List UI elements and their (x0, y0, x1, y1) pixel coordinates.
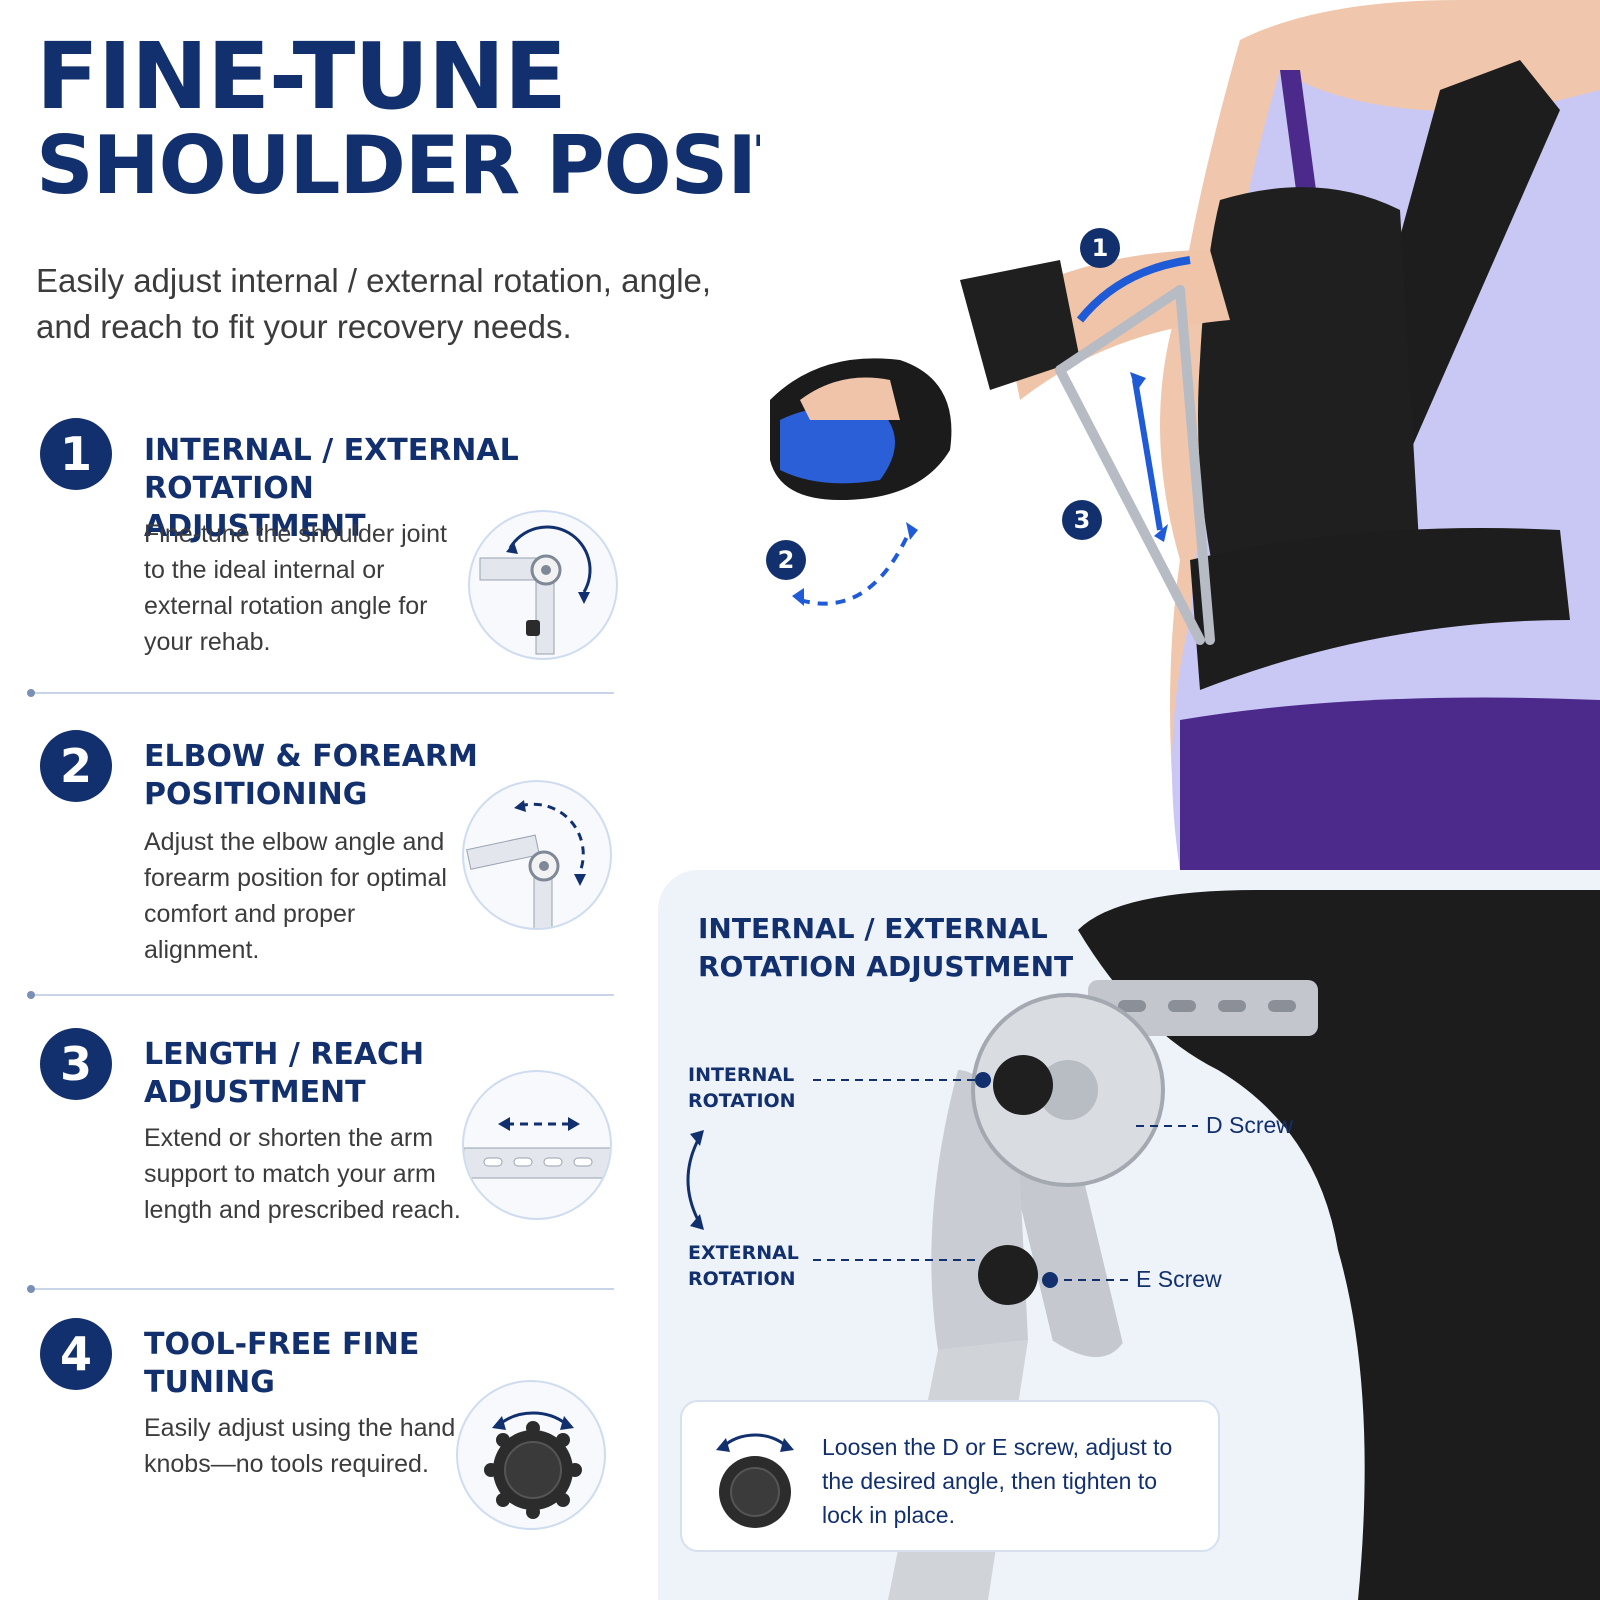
section-divider (27, 1285, 614, 1293)
section-divider (27, 689, 614, 697)
feature-number-badge: 3 (40, 1028, 112, 1100)
external-rotation-label: EXTERNAL ROTATION (688, 1242, 799, 1290)
title-line-1: FINE-TUNE (36, 23, 567, 130)
rotation-joint-icon (468, 510, 618, 660)
instruction-box: Loosen the D or E screw, adjust to the d… (680, 1400, 1220, 1552)
subheading: Easily adjust internal / external rotati… (36, 262, 712, 345)
section-divider (27, 991, 614, 999)
elbow-angle-icon (462, 780, 612, 930)
knob-icon (700, 1420, 810, 1536)
detail-title: INTERNAL / EXTERNAL ROTATION ADJUSTMENT (698, 912, 1074, 983)
internal-rotation-label: INTERNAL ROTATION (688, 1064, 796, 1112)
e-screw-label: E Screw (1136, 1266, 1222, 1292)
feature-rotation: 1 INTERNAL / EXTERNAL ROTATION ADJUSTMEN… (0, 410, 640, 690)
feature-number-badge: 1 (40, 418, 112, 490)
feature-length: 3 LENGTH / REACH ADJUSTMENT Extend or sh… (0, 1020, 640, 1290)
feature-toolfree: 4 TOOL-FREE FINE TUNING Easily adjust us… (0, 1310, 640, 1550)
feature-title: LENGTH / REACH ADJUSTMENT (144, 1037, 425, 1110)
feature-description: Fine-tune the shoulder joint to the idea… (144, 520, 447, 656)
feature-description: Adjust the elbow angle and forearm posit… (144, 828, 447, 964)
feature-title: TOOL-FREE FINE TUNING (144, 1327, 420, 1400)
photo-marker-3: 3 (1062, 500, 1102, 540)
feature-elbow: 2 ELBOW & FOREARM POSITIONING Adjust the… (0, 722, 640, 992)
d-screw-label: D Screw (1206, 1112, 1293, 1138)
feature-title: ELBOW & FOREARM POSITIONING (144, 739, 478, 812)
photo-marker-1: 1 (1080, 228, 1120, 268)
product-photo: 1 2 3 (760, 0, 1600, 870)
photo-marker-2: 2 (766, 540, 806, 580)
feature-number-badge: 2 (40, 730, 112, 802)
feature-title: INTERNAL / EXTERNAL ROTATION ADJUSTMENT (144, 433, 519, 544)
instruction-text: Loosen the D or E screw, adjust to the d… (822, 1434, 1173, 1528)
hand-knob-icon (456, 1380, 606, 1530)
feature-number-badge: 4 (40, 1318, 112, 1390)
length-slider-icon (462, 1070, 612, 1220)
feature-description: Extend or shorten the arm support to mat… (144, 1124, 461, 1224)
feature-description: Easily adjust using the hand knobs—no to… (144, 1414, 456, 1478)
detail-panel: INTERNAL / EXTERNAL ROTATION ADJUSTMENT … (658, 870, 1600, 1600)
